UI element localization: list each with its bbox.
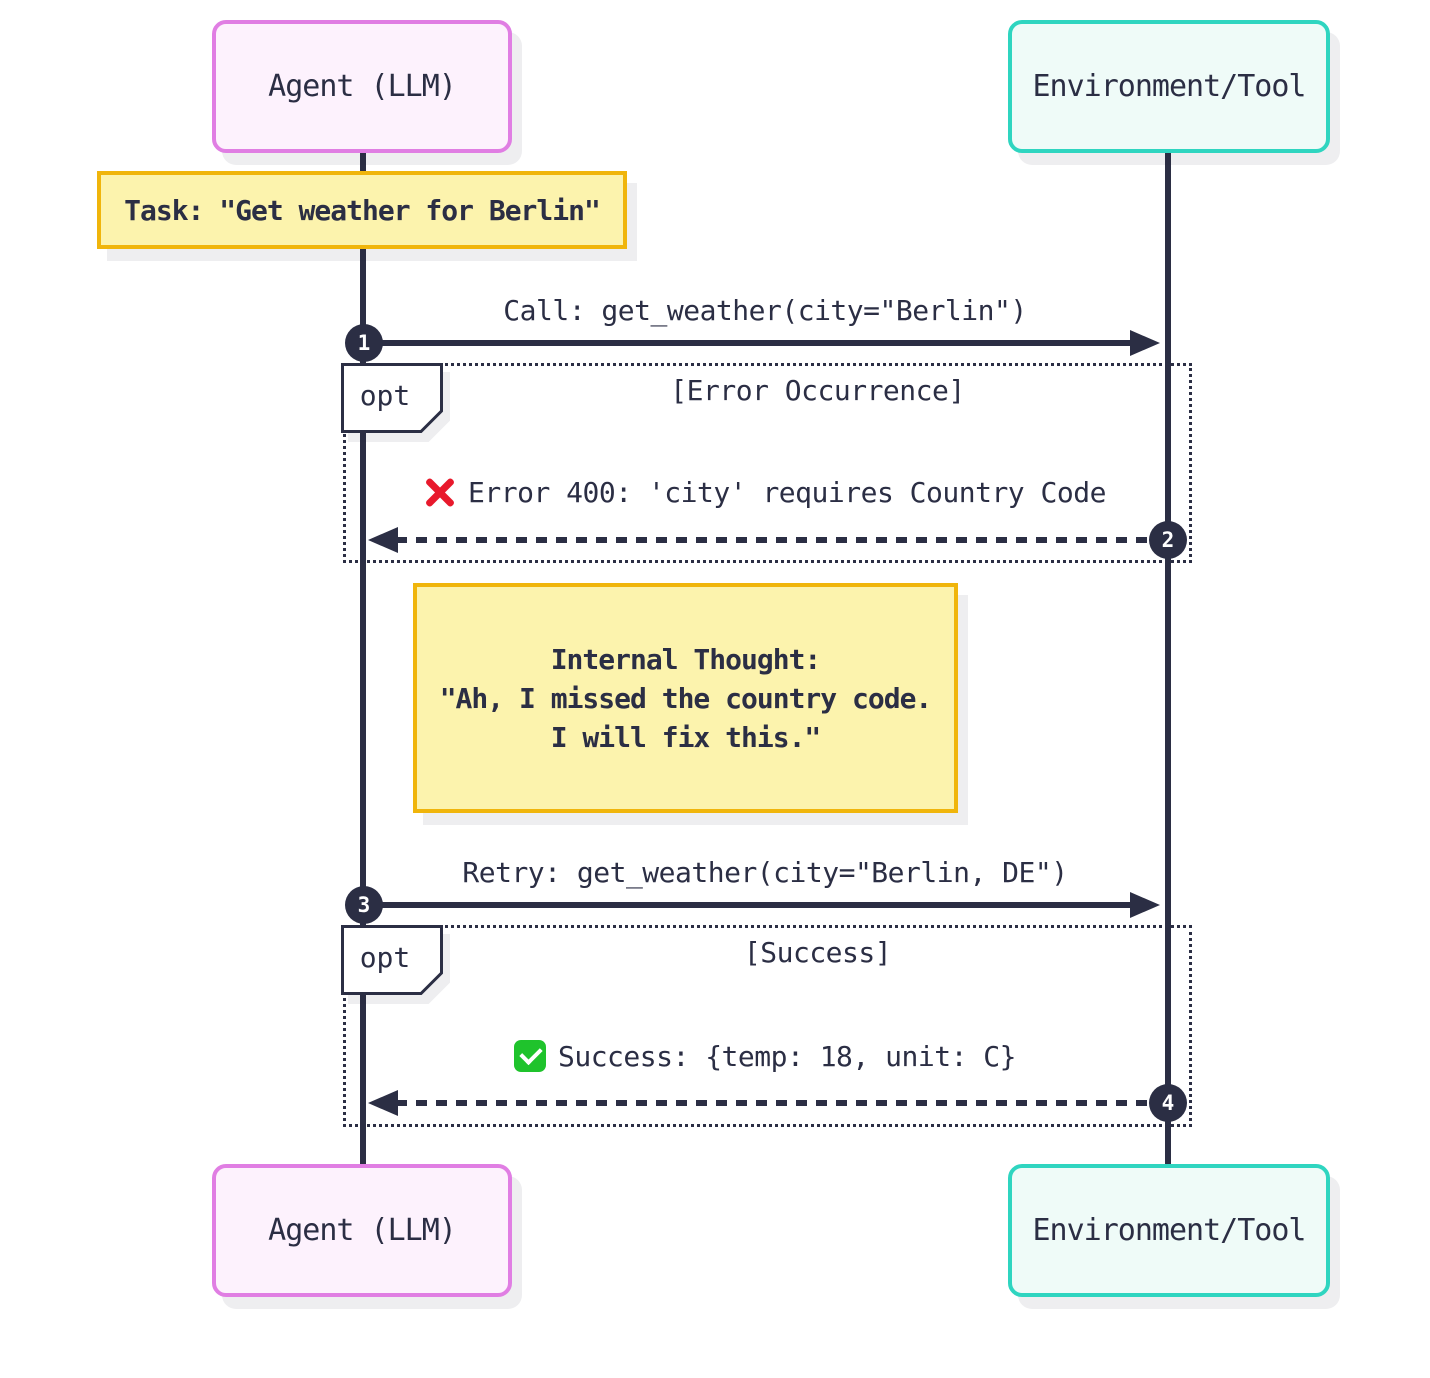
opt-frame-error-label: opt	[341, 363, 443, 433]
message-success-arrow-line	[396, 1100, 1150, 1106]
actor-box-environment-bottom: Environment/Tool	[1008, 1164, 1330, 1297]
thought-note-line: "Ah, I missed the country code.	[439, 681, 933, 715]
sequence-badge-1: 1	[345, 324, 383, 362]
actor-label-agent-top: Agent (LLM)	[268, 69, 457, 104]
actor-box-agent-top: Agent (LLM)	[212, 20, 512, 153]
message-retry-label: Retry: get_weather(city="Berlin, DE")	[385, 850, 1145, 894]
task-note: Task: "Get weather for Berlin"	[97, 171, 627, 249]
message-error-text: Error 400: 'city' requires Country Code	[468, 475, 1106, 509]
message-error-arrow-line	[396, 537, 1150, 543]
lifeline-agent	[360, 153, 366, 1164]
arrowhead-left-icon	[368, 1090, 398, 1116]
message-call-label: Call: get_weather(city="Berlin")	[385, 288, 1145, 332]
message-success-text: Success: {temp: 18, unit: C}	[557, 1039, 1017, 1073]
message-call-text: Call: get_weather(city="Berlin")	[503, 293, 1027, 327]
opt-label-shape-icon	[341, 363, 443, 433]
check-mark-icon	[513, 1040, 546, 1072]
task-note-text: Task: "Get weather for Berlin"	[124, 193, 601, 227]
opt-keyword-success: opt	[359, 940, 411, 974]
actor-box-agent-bottom: Agent (LLM)	[212, 1164, 512, 1297]
message-retry-arrow-line	[364, 902, 1132, 908]
message-error-label: Error 400: 'city' requires Country Code	[385, 470, 1145, 514]
thought-note-line: Internal Thought:	[550, 642, 822, 676]
arrowhead-left-icon	[368, 527, 398, 553]
sequence-badge-3: 3	[345, 886, 383, 924]
actor-label-environment-top: Environment/Tool	[1032, 69, 1307, 104]
lifeline-environment	[1165, 153, 1171, 1164]
thought-note-line: I will fix this."	[550, 720, 822, 754]
actor-box-environment-top: Environment/Tool	[1008, 20, 1330, 153]
opt-condition-error: [Error Occurrence]	[670, 374, 965, 407]
actor-label-environment-bottom: Environment/Tool	[1032, 1213, 1307, 1248]
sequence-badge-2: 2	[1149, 521, 1187, 559]
thought-note: Internal Thought: "Ah, I missed the coun…	[413, 583, 958, 813]
arrowhead-right-icon	[1130, 892, 1160, 918]
message-call-arrow-line	[364, 340, 1132, 346]
message-success-label: Success: {temp: 18, unit: C}	[385, 1034, 1145, 1078]
opt-frame-success-label: opt	[341, 925, 443, 995]
message-retry-text: Retry: get_weather(city="Berlin, DE")	[462, 855, 1068, 889]
opt-frame-error	[343, 363, 1192, 563]
opt-keyword-error: opt	[359, 378, 411, 412]
cross-mark-icon	[424, 476, 456, 508]
sequence-badge-4: 4	[1149, 1084, 1187, 1122]
arrowhead-right-icon	[1130, 330, 1160, 356]
opt-label-shape-icon	[341, 925, 443, 995]
actor-label-agent-bottom: Agent (LLM)	[268, 1213, 457, 1248]
opt-frame-success	[343, 925, 1192, 1127]
opt-condition-success: [Success]	[743, 936, 892, 969]
